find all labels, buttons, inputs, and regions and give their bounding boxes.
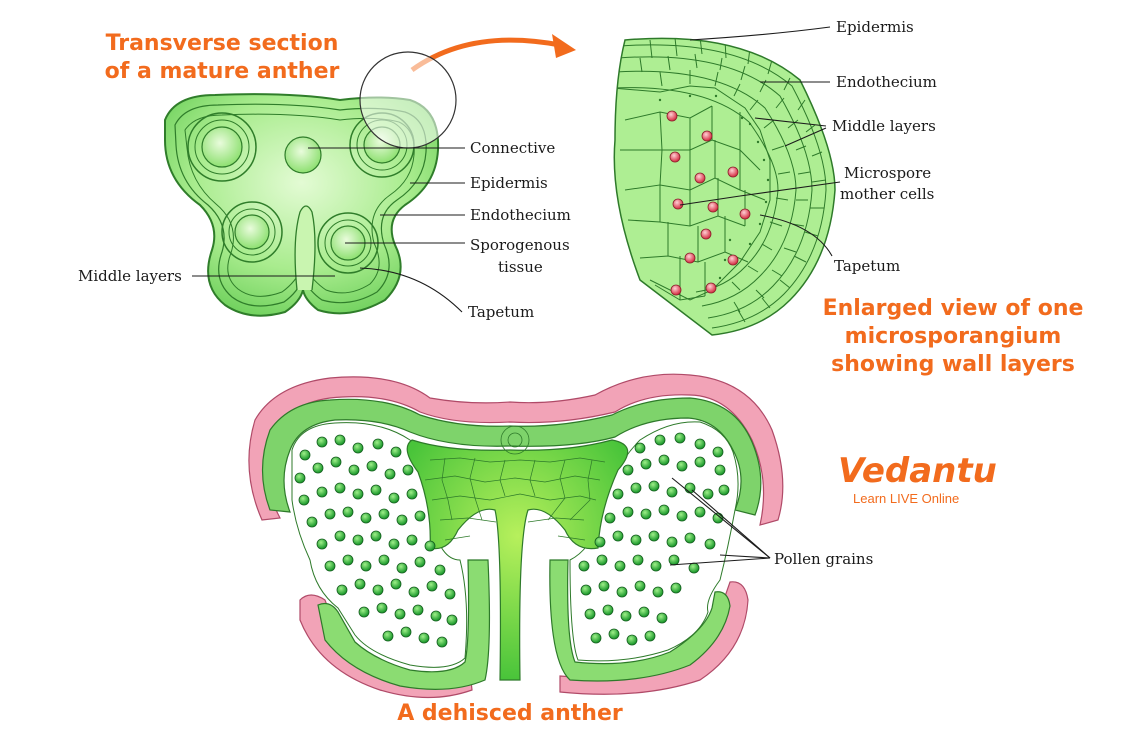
label-microspore-1: Microspore bbox=[844, 164, 931, 182]
logo-tagline: Learn LIVE Online bbox=[853, 491, 959, 506]
label-en-middle-layers: Middle layers bbox=[832, 117, 936, 135]
vedantu-logo: Vedantu Learn LIVE Online bbox=[838, 451, 997, 506]
enlarged-labels: Epidermis Endothecium Middle layers Micr… bbox=[679, 18, 937, 275]
enlarged-microsporangium bbox=[613, 37, 836, 336]
enlarged-caption-line3: showing wall layers bbox=[831, 352, 1075, 377]
label-en-tapetum: Tapetum bbox=[834, 257, 900, 275]
ts-caption-line1: Transverse section bbox=[106, 31, 339, 56]
pollen-grains bbox=[294, 432, 730, 648]
label-en-endothecium: Endothecium bbox=[836, 73, 937, 91]
connective bbox=[284, 136, 322, 174]
tapetum-dots bbox=[658, 94, 770, 280]
transverse-section-anther bbox=[164, 51, 457, 317]
logo-name: Vedantu bbox=[838, 451, 997, 491]
dehisced-labels: Pollen grains bbox=[669, 477, 873, 568]
ts-caption-line2: of a mature anther bbox=[105, 59, 340, 84]
label-sporogenous-2: tissue bbox=[498, 258, 543, 276]
dehisced-caption: A dehisced anther bbox=[397, 701, 623, 726]
enlarged-caption-line1: Enlarged view of one bbox=[823, 296, 1084, 321]
magnify-circle bbox=[359, 51, 457, 149]
label-ts-endothecium: Endothecium bbox=[470, 206, 571, 224]
pollen-sac-bottom-left bbox=[221, 201, 283, 263]
label-connective: Connective bbox=[470, 139, 555, 157]
label-ts-middle-layers: Middle layers bbox=[78, 267, 182, 285]
ts-labels: Connective Epidermis Endothecium Sporoge… bbox=[78, 139, 571, 321]
label-pollen-grains: Pollen grains bbox=[774, 550, 873, 568]
microspore-mother-cells bbox=[666, 110, 751, 296]
label-ts-tapetum: Tapetum bbox=[468, 303, 534, 321]
pollen-sac-top-left bbox=[187, 112, 257, 182]
label-en-epidermis: Epidermis bbox=[836, 18, 914, 36]
label-ts-epidermis: Epidermis bbox=[470, 174, 548, 192]
enlarged-caption-line2: microsporangium bbox=[845, 324, 1062, 349]
dehisced-anther bbox=[248, 373, 784, 699]
label-microspore-2: mother cells bbox=[840, 185, 934, 203]
label-sporogenous-1: Sporogenous bbox=[470, 236, 570, 254]
